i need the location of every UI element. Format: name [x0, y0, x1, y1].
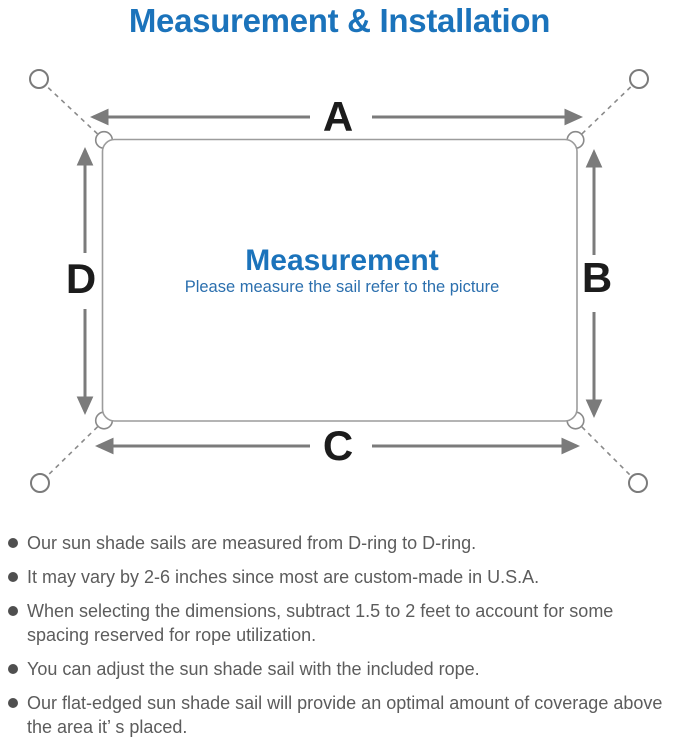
dimension-label-a: A — [323, 93, 353, 140]
measurement-diagram: A B C D Measurement Please measure the s… — [29, 69, 649, 493]
anchor-points — [29, 69, 649, 493]
dimension-arrows — [76, 108, 603, 455]
note-text: You can adjust the sun shade sail with t… — [27, 659, 480, 679]
bullet-icon — [8, 664, 18, 674]
rope-line-top-left — [38, 78, 105, 141]
diagram-center-title: Measurement — [245, 244, 438, 277]
notes-list: Our sun shade sails are measured from D-… — [8, 531, 679, 739]
note-text: Our flat-edged sun shade sail will provi… — [27, 693, 663, 737]
dimension-label-d: D — [66, 255, 96, 302]
dimension-label-b: B — [582, 254, 612, 301]
rope-line-top-right — [574, 78, 640, 141]
note-text: It may vary by 2-6 inches since most are… — [27, 567, 540, 587]
diagram-center-subtitle: Please measure the sail refer to the pic… — [185, 278, 500, 296]
list-item: Our flat-edged sun shade sail will provi… — [8, 691, 679, 739]
bullet-icon — [8, 698, 18, 708]
bullet-icon — [8, 606, 18, 616]
list-item: Our sun shade sails are measured from D-… — [8, 531, 679, 555]
note-text: When selecting the dimensions, subtract … — [27, 601, 614, 645]
list-item: You can adjust the sun shade sail with t… — [8, 657, 679, 681]
note-text: Our sun shade sails are measured from D-… — [27, 533, 477, 553]
bullet-icon — [8, 572, 18, 582]
page-title: Measurement & Installation — [128, 2, 551, 39]
rope-lines — [38, 78, 640, 484]
list-item: It may vary by 2-6 inches since most are… — [8, 565, 679, 589]
bullet-icon — [8, 538, 18, 548]
dimension-label-c: C — [323, 422, 353, 469]
anchor-point-bottom-right — [628, 473, 648, 493]
anchor-point-bottom-left — [30, 473, 50, 493]
list-item: When selecting the dimensions, subtract … — [8, 599, 679, 647]
anchor-point-top-left — [29, 69, 49, 89]
rope-line-bottom-right — [574, 419, 639, 484]
rope-line-bottom-left — [39, 419, 105, 484]
sail-outline — [101, 138, 578, 422]
anchor-point-top-right — [629, 69, 649, 89]
